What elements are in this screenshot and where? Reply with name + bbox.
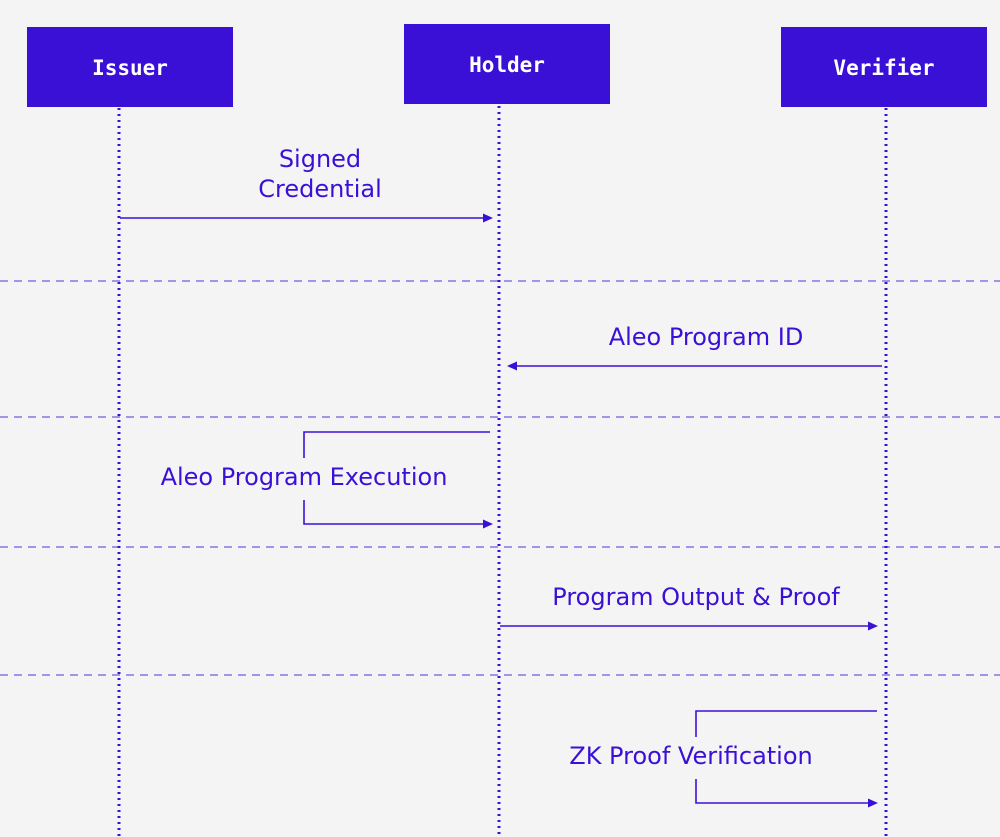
message-aleo-program-execution: Aleo Program Execution <box>161 431 493 529</box>
message-zk-proof-verification: ZK Proof Verification <box>569 710 878 808</box>
verifier-box <box>781 27 987 107</box>
verifier-label: Verifier <box>833 56 934 80</box>
aleo-program-id-label: Aleo Program ID <box>609 323 804 351</box>
zk-proof-verification-loop-top <box>695 710 877 737</box>
signed-credential-label-line2: Credential <box>258 175 382 203</box>
issuer-box <box>27 27 233 107</box>
program-output-proof-label: Program Output & Proof <box>552 583 840 611</box>
holder-actor: Holder <box>404 24 610 104</box>
zk-proof-verification-arrowhead <box>868 798 878 808</box>
aleo-program-id-arrowhead <box>507 361 517 371</box>
verifier-actor: Verifier <box>781 27 987 107</box>
aleo-program-execution-arrowhead <box>483 519 493 529</box>
zk-proof-verification-loop-bottom <box>695 779 869 804</box>
program-output-proof-arrowhead <box>868 621 878 631</box>
message-aleo-program-id: Aleo Program ID <box>507 323 882 371</box>
aleo-program-execution-loop-bottom <box>303 500 484 525</box>
issuer-label: Issuer <box>92 56 168 80</box>
signed-credential-label-line1: Signed <box>279 145 361 173</box>
holder-box <box>404 24 610 104</box>
aleo-program-execution-loop-top <box>303 431 490 458</box>
message-signed-credential: Signed Credential <box>120 145 493 223</box>
zk-proof-verification-label: ZK Proof Verification <box>569 742 813 770</box>
holder-label: Holder <box>469 53 545 77</box>
aleo-program-execution-label: Aleo Program Execution <box>161 463 448 491</box>
issuer-actor: Issuer <box>27 27 233 107</box>
signed-credential-arrowhead <box>483 213 493 223</box>
message-program-output-proof: Program Output & Proof <box>500 583 878 631</box>
